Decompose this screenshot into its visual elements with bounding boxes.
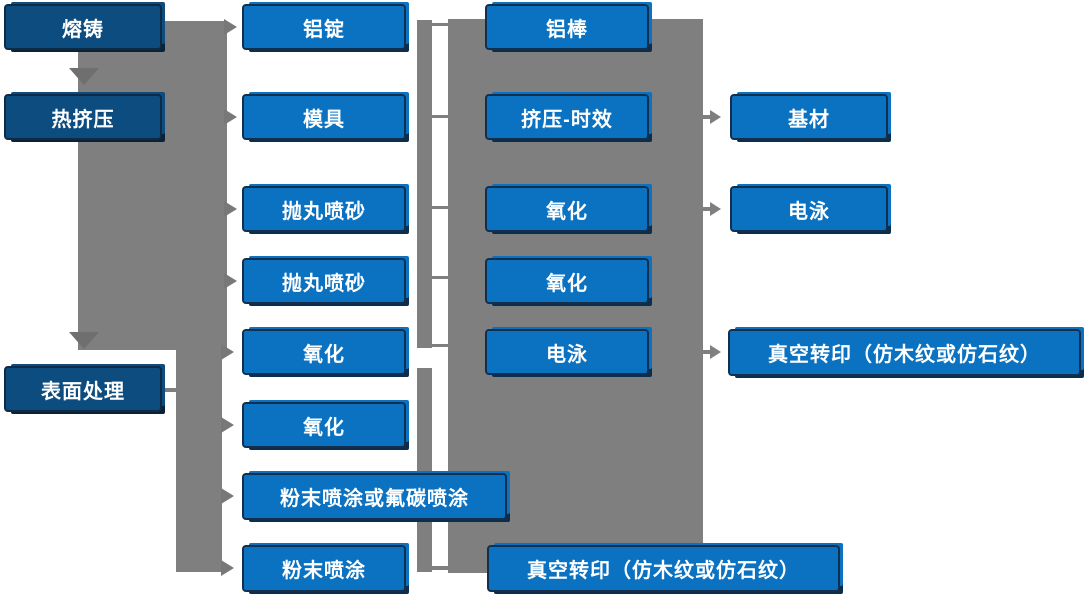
connector-surface-link-line: [160, 388, 178, 392]
connector-tick-row4: [431, 276, 449, 279]
connector-tick-row1: [431, 23, 449, 26]
node-powder-coating: 粉末喷涂: [242, 545, 406, 592]
node-aluminum-rod: 铝棒: [485, 4, 649, 50]
arrow-to-base-material-icon: [710, 110, 721, 124]
arrow-to-aluminum-ingot-icon: [224, 19, 237, 35]
node-electrophoresis-a: 电泳: [485, 329, 649, 375]
node-vacuum-transfer-print-a: 真空转印（仿木纹或仿石纹）: [487, 545, 840, 592]
node-extrusion-aging: 挤压-时效: [485, 94, 649, 140]
node-aluminum-ingot: 铝锭: [242, 4, 406, 50]
connector-tick-row3: [431, 206, 449, 209]
node-mold: 模具: [242, 94, 406, 140]
connector-left-block: [78, 21, 227, 350]
node-shot-blast-sandblast-2: 抛丸喷砂: [242, 258, 406, 304]
connector-left-band: [176, 348, 222, 572]
arrow-down-to-hot-extrusion-icon: [69, 68, 99, 85]
connector-tick-row8: [431, 566, 449, 570]
arrow-stem-to-vacuum-transfer-b: [701, 350, 710, 354]
arrow-to-oxidation-a1-icon: [221, 344, 234, 360]
arrow-to-electrophoresis-b-icon: [710, 202, 721, 216]
node-oxidation-b2: 氧化: [485, 258, 649, 304]
arrow-to-powder-coating-icon: [221, 560, 234, 576]
connector-mid-bar-top: [417, 20, 432, 348]
node-base-material: 基材: [730, 94, 888, 140]
node-melting-casting: 熔铸: [4, 4, 162, 50]
arrow-to-shot-blast-1-icon: [224, 201, 237, 217]
node-surface-treatment: 表面处理: [4, 366, 162, 412]
node-oxidation-b1: 氧化: [485, 186, 649, 232]
connector-tick-row2: [431, 115, 449, 118]
connector-mid-bar-bottom: [417, 368, 432, 572]
node-powder-or-fluorocarbon-coating: 粉末喷涂或氟碳喷涂: [242, 473, 507, 520]
arrow-stem-to-electrophoresis-b: [701, 207, 710, 211]
node-shot-blast-sandblast-1: 抛丸喷砂: [242, 186, 406, 232]
node-vacuum-transfer-print-b: 真空转印（仿木纹或仿石纹）: [728, 329, 1081, 376]
arrow-to-powder-fluorocarbon-icon: [221, 488, 234, 504]
node-electrophoresis-b: 电泳: [730, 186, 888, 232]
node-oxidation-a2: 氧化: [242, 402, 406, 448]
connector-tick-row5: [431, 344, 449, 347]
node-hot-extrusion: 热挤压: [4, 94, 162, 140]
arrow-to-oxidation-a2-icon: [221, 417, 234, 433]
arrow-to-shot-blast-2-icon: [224, 273, 237, 289]
node-oxidation-a1: 氧化: [242, 329, 406, 375]
arrow-to-vacuum-transfer-b-icon: [710, 345, 721, 359]
arrow-to-mold-icon: [224, 109, 237, 125]
arrow-down-to-surface-treatment-icon: [69, 332, 99, 349]
arrow-stem-to-base-material: [701, 115, 710, 119]
